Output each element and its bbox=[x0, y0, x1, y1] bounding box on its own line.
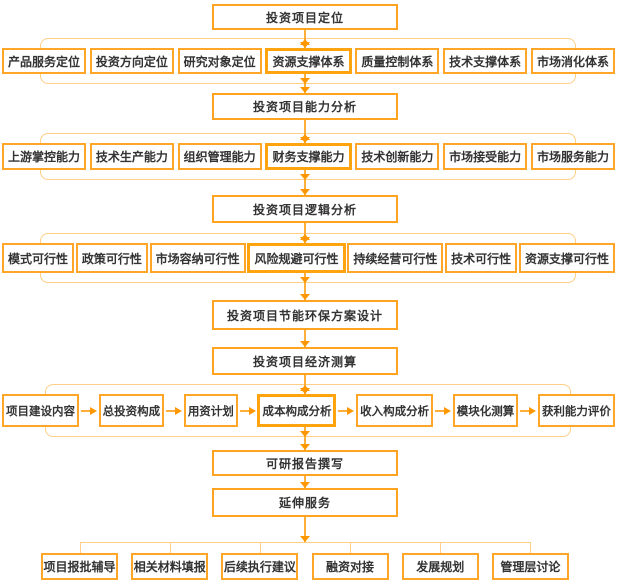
node-upstream-control-capability: 上游掌控能力 bbox=[2, 143, 87, 170]
arrow-down-icon bbox=[300, 87, 310, 93]
node-income-composition-analysis: 收入构成分析 bbox=[356, 394, 434, 427]
node-fund-usage-plan: 用资计划 bbox=[183, 394, 238, 427]
node-project-construction-content: 项目建设内容 bbox=[2, 394, 79, 427]
node-development-planning: 发展规划 bbox=[401, 553, 479, 580]
node-policy-feasibility: 政策可行性 bbox=[75, 243, 148, 273]
arrow-down-icon bbox=[300, 189, 310, 195]
node-resource-support-feasibility: 资源支撑可行性 bbox=[518, 243, 615, 273]
node-risk-avoidance-feasibility: 风险规避可行性 bbox=[247, 243, 346, 273]
arrow-right-icon bbox=[434, 406, 451, 415]
node-modular-calculation: 模块化测算 bbox=[452, 394, 519, 427]
node-quality-control-system: 质量控制体系 bbox=[355, 48, 440, 74]
node-market-capacity-feasibility: 市场容纳可行性 bbox=[149, 243, 246, 273]
node-logic-analysis: 投资项目逻辑分析 bbox=[212, 195, 398, 223]
row5-drop-line bbox=[170, 542, 171, 553]
arrow-down-icon bbox=[300, 431, 310, 437]
arrow-right-icon bbox=[338, 406, 355, 415]
node-investment-direction-positioning: 投资方向定位 bbox=[89, 48, 174, 74]
node-energy-environment-plan-design: 投资项目节能环保方案设计 bbox=[212, 300, 398, 330]
arrow-right-icon bbox=[520, 406, 537, 415]
arrow-down-icon bbox=[300, 277, 310, 283]
node-follow-up-execution-advice: 后续执行建议 bbox=[221, 553, 299, 580]
node-technical-feasibility: 技术可行性 bbox=[445, 243, 518, 273]
row5-drop-line bbox=[80, 542, 81, 553]
node-sustained-operation-feasibility: 持续经营可行性 bbox=[347, 243, 444, 273]
node-related-material-filing: 相关材料填报 bbox=[131, 553, 209, 580]
connector-l7-row5 bbox=[304, 517, 306, 542]
node-technical-support-system: 技术支撑体系 bbox=[443, 48, 528, 74]
node-capability-analysis: 投资项目能力分析 bbox=[212, 93, 398, 120]
node-market-service-capability: 市场服务能力 bbox=[530, 143, 615, 170]
arrow-down-icon bbox=[300, 78, 310, 84]
arrow-down-icon bbox=[300, 482, 310, 488]
node-research-object-positioning: 研究对象定位 bbox=[177, 48, 262, 74]
arrow-down-icon bbox=[300, 341, 310, 347]
node-resource-support-system: 资源支撑体系 bbox=[265, 48, 352, 74]
connector-l5-row4 bbox=[304, 375, 306, 394]
connector-l2-row2 bbox=[304, 120, 306, 143]
node-technical-innovation-capability: 技术创新能力 bbox=[355, 143, 440, 170]
arrow-down-icon bbox=[300, 237, 310, 243]
arrow-down-icon bbox=[300, 388, 310, 394]
connector-row4-l6 bbox=[304, 427, 306, 450]
node-technical-production-capability: 技术生产能力 bbox=[89, 143, 174, 170]
node-cost-composition-analysis: 成本构成分析 bbox=[257, 394, 337, 427]
node-product-service-positioning: 产品服务定位 bbox=[2, 48, 87, 74]
arrow-right-icon bbox=[165, 406, 182, 415]
node-profitability-evaluation: 获利能力评价 bbox=[537, 394, 615, 427]
row1-group: 产品服务定位 投资方向定位 研究对象定位 资源支撑体系 质量控制体系 技术支撑体… bbox=[2, 48, 615, 74]
node-extended-services: 延伸服务 bbox=[212, 488, 398, 517]
node-market-acceptance-capability: 市场接受能力 bbox=[443, 143, 528, 170]
row2-group: 上游掌控能力 技术生产能力 组织管理能力 财务支撑能力 技术创新能力 市场接受能… bbox=[2, 143, 615, 170]
row5-drop-line bbox=[440, 542, 441, 553]
node-investment-project-positioning: 投资项目定位 bbox=[212, 4, 398, 30]
row5-group: 项目报批辅导 相关材料填报 后续执行建议 融资对接 发展规划 管理层讨论 bbox=[41, 553, 569, 580]
arrow-down-icon bbox=[300, 444, 310, 450]
row5-drop-line bbox=[350, 542, 351, 553]
node-financial-support-capability: 财务支撑能力 bbox=[265, 143, 352, 170]
arrow-right-icon bbox=[80, 406, 97, 415]
arrow-right-icon bbox=[239, 406, 256, 415]
row3-group: 模式可行性 政策可行性 市场容纳可行性 风险规避可行性 持续经营可行性 技术可行… bbox=[2, 243, 615, 273]
node-organization-management-capability: 组织管理能力 bbox=[177, 143, 262, 170]
node-project-approval-coaching: 项目报批辅导 bbox=[41, 553, 118, 580]
arrow-down-icon bbox=[300, 536, 310, 542]
node-total-investment-composition: 总投资构成 bbox=[98, 394, 165, 427]
node-economic-calculation: 投资项目经济测算 bbox=[212, 347, 398, 375]
row5-drop-line bbox=[530, 542, 531, 553]
connector-row2-l3 bbox=[304, 170, 306, 195]
node-financing-matchmaking: 融资对接 bbox=[311, 553, 389, 580]
node-management-discussion: 管理层讨论 bbox=[491, 553, 569, 580]
node-model-feasibility: 模式可行性 bbox=[2, 243, 75, 273]
arrow-down-icon bbox=[300, 137, 310, 143]
row4-group: 项目建设内容 总投资构成 用资计划 成本构成分析 收入构成分析 模块化测算 获利… bbox=[2, 394, 615, 427]
connector-l3-row3 bbox=[304, 223, 306, 243]
connector-l4-l5 bbox=[304, 330, 306, 347]
arrow-down-icon bbox=[300, 294, 310, 300]
row5-tree-line bbox=[80, 542, 531, 543]
node-market-absorption-system: 市场消化体系 bbox=[530, 48, 615, 74]
connector-row3-l4 bbox=[304, 273, 306, 300]
arrow-down-icon bbox=[300, 42, 310, 48]
arrow-down-icon bbox=[300, 174, 310, 180]
row5-drop-line bbox=[260, 542, 261, 553]
node-feasibility-report-writing: 可研报告撰写 bbox=[212, 450, 398, 476]
